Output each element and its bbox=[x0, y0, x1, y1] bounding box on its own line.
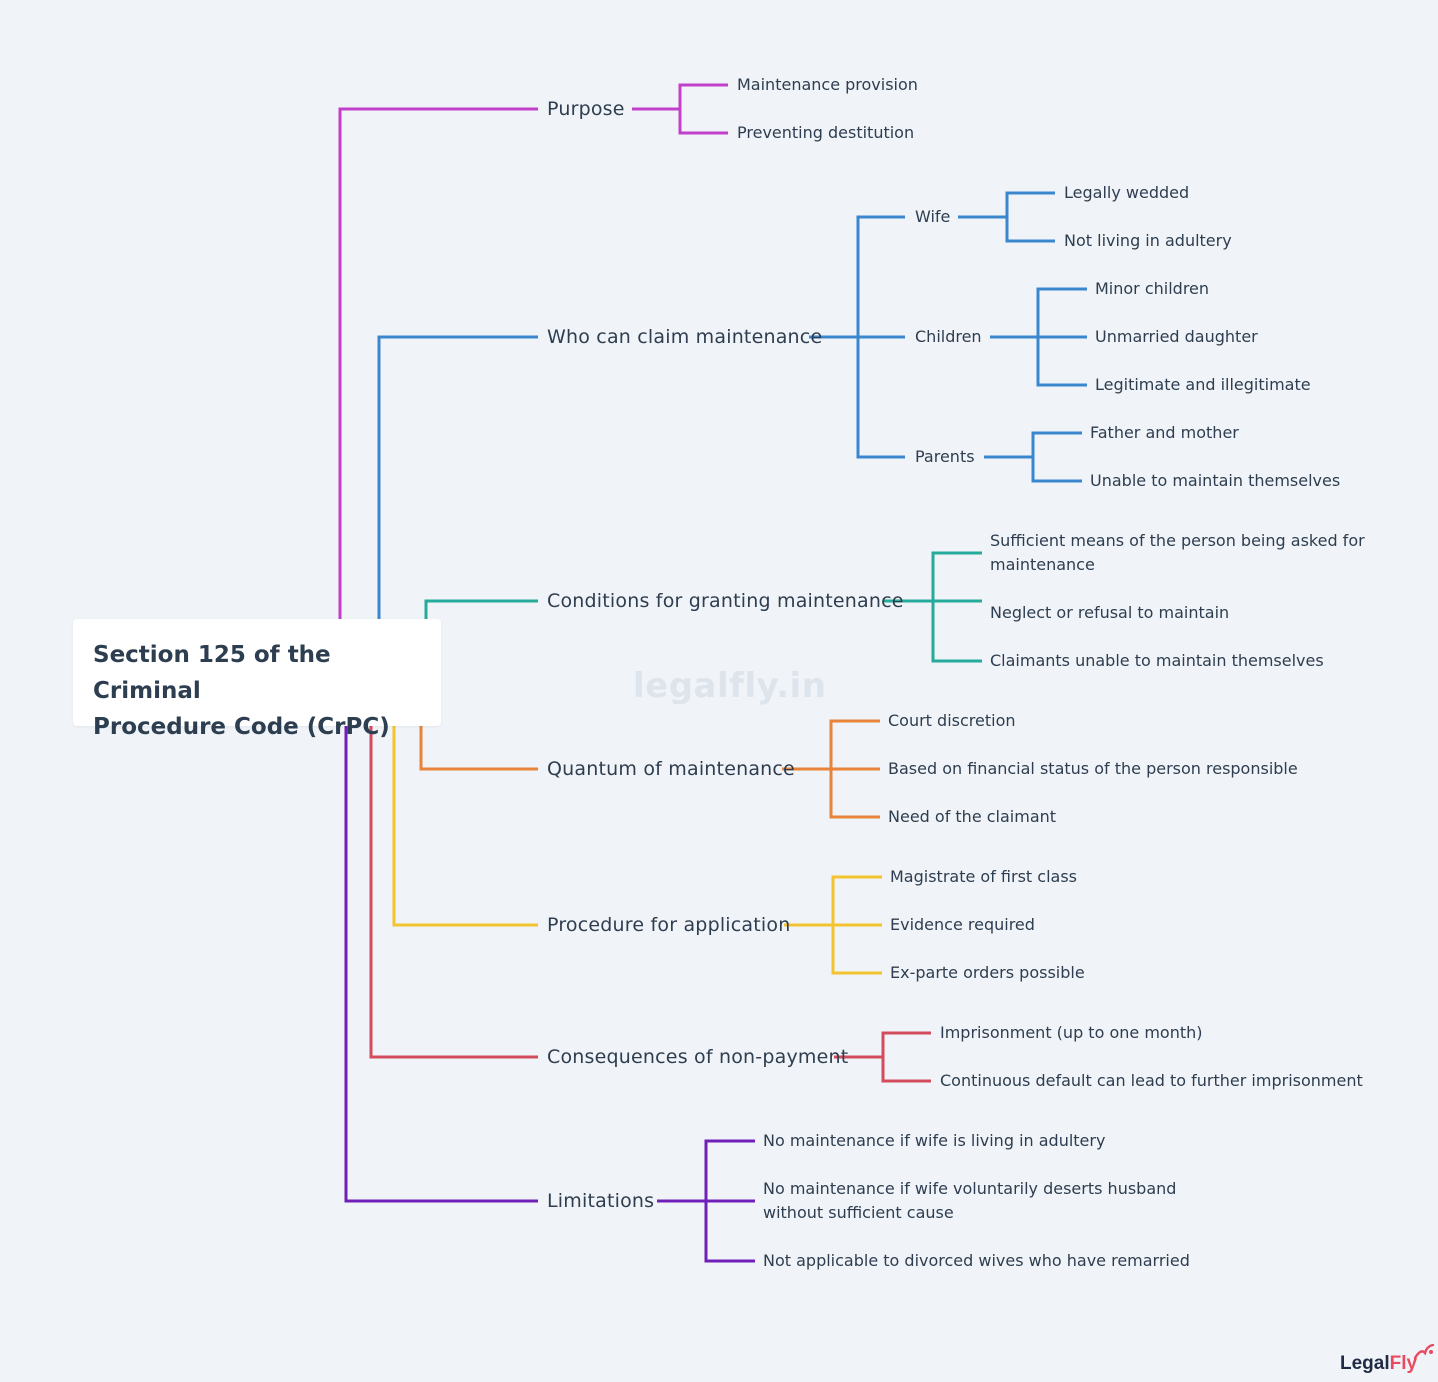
connector-who-children bbox=[809, 215, 905, 459]
leaf-consequences-1[interactable]: Imprisonment (up to one month) bbox=[940, 1023, 1203, 1042]
leaf-procedure-2[interactable]: Evidence required bbox=[890, 915, 1035, 934]
connector-limitations-children bbox=[657, 1139, 755, 1263]
connector-who bbox=[377, 335, 538, 619]
leaf-conditions-3[interactable]: Claimants unable to maintain themselves bbox=[990, 651, 1324, 670]
root-title-line1: Section 125 of the Criminal bbox=[93, 642, 331, 704]
leaf-parents-1[interactable]: Father and mother bbox=[1090, 423, 1239, 442]
root-title-line2: Procedure Code (CrPC) bbox=[93, 714, 390, 740]
connector-children-children bbox=[990, 287, 1087, 387]
root-node[interactable]: Section 125 of the Criminal Procedure Co… bbox=[73, 619, 441, 740]
leaf-procedure-3[interactable]: Ex-parte orders possible bbox=[890, 963, 1085, 982]
leaf-limitations-2[interactable]: No maintenance if wife voluntarily deser… bbox=[763, 1179, 1177, 1222]
connector-wife-children bbox=[958, 191, 1055, 243]
leaf-quantum-1[interactable]: Court discretion bbox=[888, 711, 1016, 730]
leaf-children-2[interactable]: Unmarried daughter bbox=[1095, 327, 1258, 346]
branch-purpose[interactable]: Purpose bbox=[547, 98, 625, 120]
connector-consequences-children bbox=[834, 1031, 931, 1083]
connector-consequences bbox=[369, 726, 538, 1059]
leaf-quantum-2[interactable]: Based on financial status of the person … bbox=[888, 759, 1298, 778]
branch-who-can-claim[interactable]: Who can claim maintenance bbox=[547, 326, 823, 348]
leaf-wife-1[interactable]: Legally wedded bbox=[1064, 183, 1190, 202]
brand-text-legal: Legal bbox=[1340, 1353, 1390, 1374]
connector-purpose bbox=[338, 107, 538, 619]
connector-parents-children bbox=[984, 431, 1082, 483]
sub-branch-wife[interactable]: Wife bbox=[915, 207, 951, 226]
leaf-wife-2[interactable]: Not living in adultery bbox=[1064, 231, 1232, 250]
connector-limitations bbox=[344, 726, 538, 1203]
branch-limitations[interactable]: Limitations bbox=[547, 1190, 655, 1212]
leaf-conditions-1[interactable]: Sufficient means of the person being ask… bbox=[990, 531, 1365, 574]
leaf-quantum-3[interactable]: Need of the claimant bbox=[888, 807, 1057, 826]
connector-quantum bbox=[419, 726, 538, 771]
branch-quantum[interactable]: Quantum of maintenance bbox=[547, 758, 795, 780]
leaf-children-1[interactable]: Minor children bbox=[1095, 279, 1210, 298]
leaf-children-3[interactable]: Legitimate and illegitimate bbox=[1095, 375, 1311, 394]
connector-quantum-children bbox=[782, 719, 880, 819]
connector-conditions bbox=[424, 599, 538, 619]
leaf-purpose-2[interactable]: Preventing destitution bbox=[737, 123, 915, 142]
sub-branch-parents[interactable]: Parents bbox=[915, 447, 975, 466]
connector-conditions-children bbox=[884, 551, 982, 663]
leaf-purpose-1[interactable]: Maintenance provision bbox=[737, 75, 918, 94]
sub-branch-children[interactable]: Children bbox=[915, 327, 982, 346]
leaf-parents-2[interactable]: Unable to maintain themselves bbox=[1090, 471, 1341, 490]
leaf-limitations-1[interactable]: No maintenance if wife is living in adul… bbox=[763, 1131, 1106, 1150]
connector-purpose-children bbox=[632, 83, 728, 135]
branch-conditions[interactable]: Conditions for granting maintenance bbox=[547, 590, 904, 612]
connector-procedure bbox=[392, 726, 538, 927]
branch-consequences[interactable]: Consequences of non-payment bbox=[547, 1046, 849, 1068]
brand-text-fly: Fly bbox=[1389, 1353, 1418, 1374]
connector-procedure-children bbox=[784, 875, 882, 975]
leaf-consequences-2[interactable]: Continuous default can lead to further i… bbox=[940, 1071, 1363, 1090]
leaf-limitations-3[interactable]: Not applicable to divorced wives who hav… bbox=[763, 1251, 1190, 1270]
brand-bird-icon bbox=[1413, 1344, 1435, 1360]
branch-procedure[interactable]: Procedure for application bbox=[547, 914, 791, 936]
leaf-procedure-1[interactable]: Magistrate of first class bbox=[890, 867, 1077, 886]
watermark: legalfly.in bbox=[633, 666, 827, 706]
brand-logo: LegalFly bbox=[1340, 1353, 1417, 1375]
leaf-conditions-2[interactable]: Neglect or refusal to maintain bbox=[990, 603, 1230, 622]
